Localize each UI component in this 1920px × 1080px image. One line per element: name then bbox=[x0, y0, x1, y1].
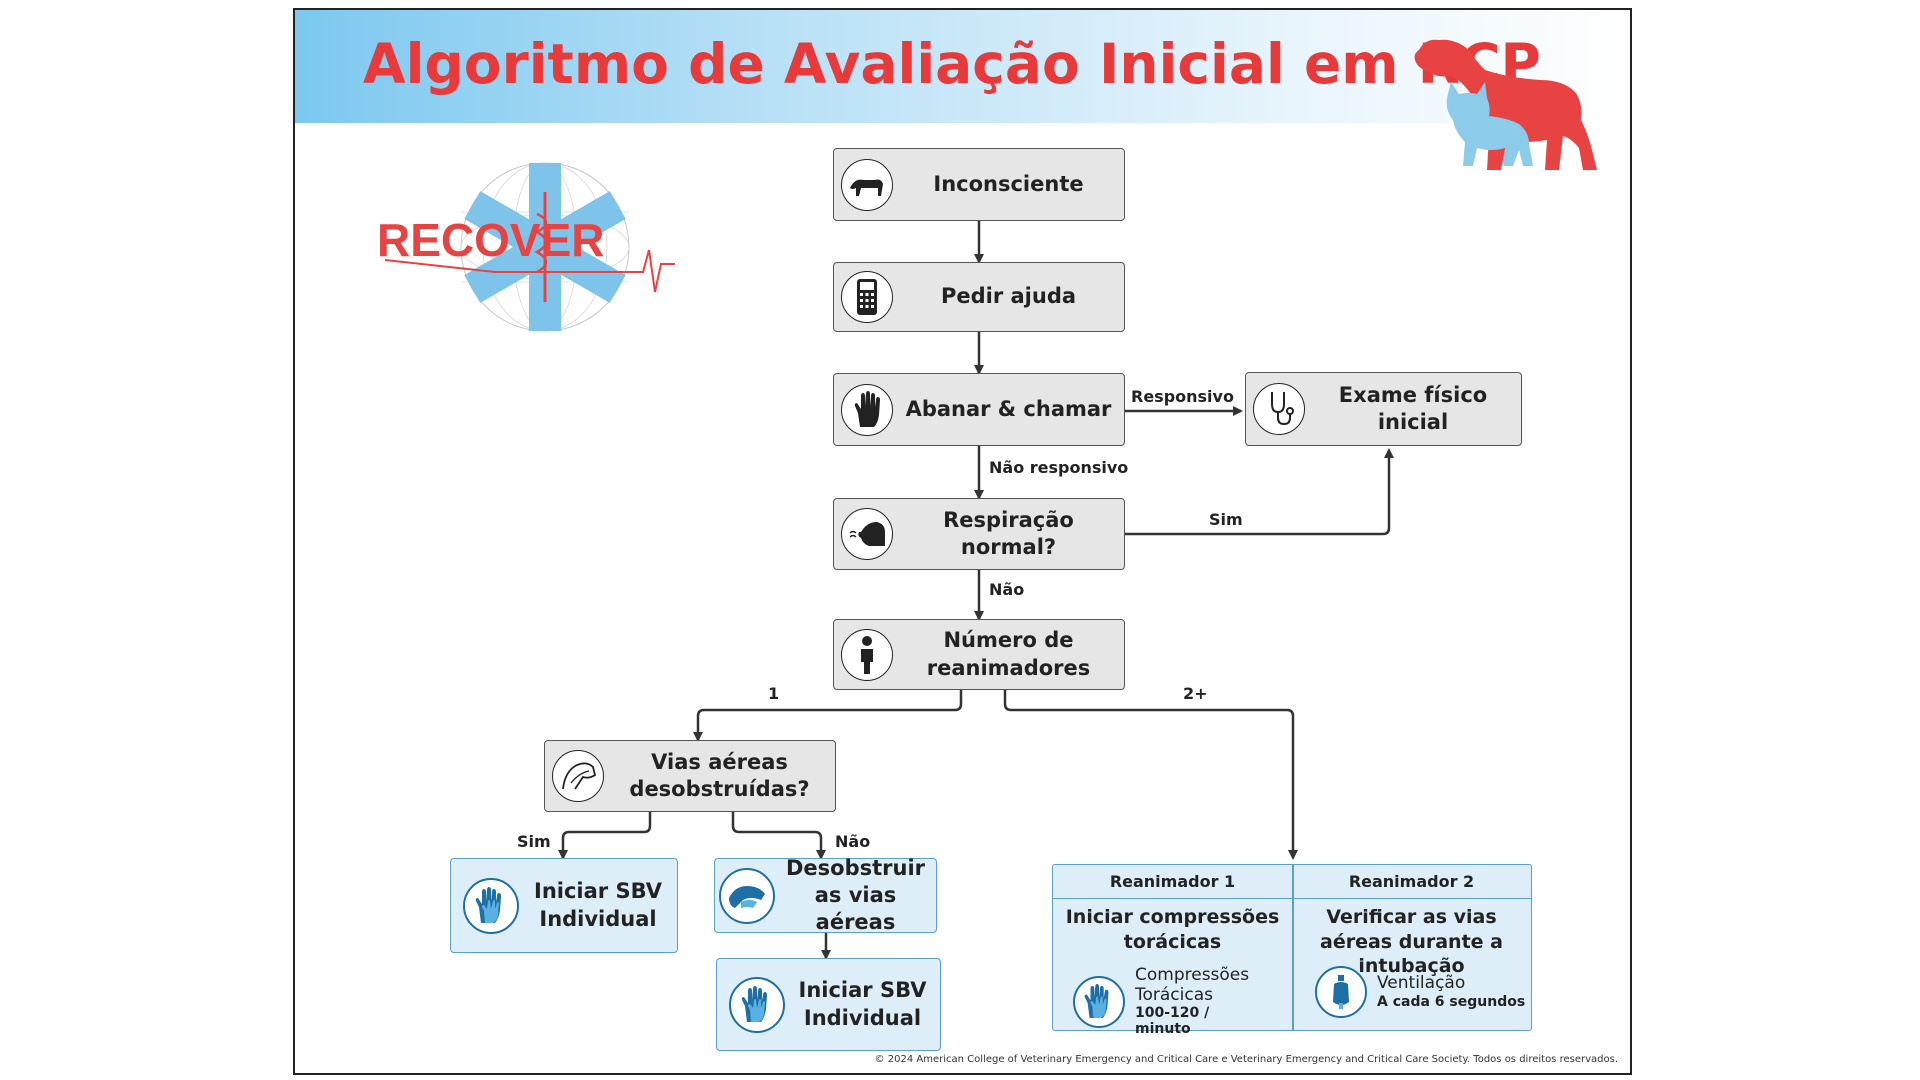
hands-compression-icon bbox=[729, 976, 785, 1033]
poster-frame: Algoritmo de Avaliação Inicial em RCP RE… bbox=[293, 8, 1632, 1075]
title-banner bbox=[295, 10, 1630, 123]
recover-logo: RECOVER bbox=[377, 162, 675, 332]
edge-label-breathing-no: Não bbox=[989, 580, 1025, 599]
node-call-help: Pedir ajuda bbox=[833, 262, 1125, 332]
edge-label-two-plus: 2+ bbox=[1183, 684, 1208, 703]
node-shake-shout-label: Abanar & chamar bbox=[905, 396, 1112, 421]
dog-cat-icon bbox=[1414, 39, 1597, 170]
node-shake-shout: Abanar & chamar bbox=[833, 373, 1125, 446]
edge-label-not-responsive: Não responsivo bbox=[989, 458, 1129, 477]
rescuer-2-header: Reanimador 2 bbox=[1292, 865, 1531, 899]
edge-label-breathing-yes: Sim bbox=[1209, 510, 1243, 529]
rescuer-2-detail-title: Ventilação bbox=[1377, 973, 1466, 994]
dog-airway-icon bbox=[552, 750, 604, 802]
arrow-airway-no bbox=[731, 812, 826, 860]
node-normal-breathing-label: Respiração normal? bbox=[943, 507, 1074, 559]
rescuer-1-detail: Compressões Torácicas 100-120 / minuto bbox=[1073, 965, 1265, 1038]
node-clear-airway-label: Desobstruir as vias aéreas bbox=[785, 855, 926, 935]
person-icon bbox=[841, 628, 893, 681]
rescuer-2-detail-rate: A cada 6 segundos bbox=[1377, 993, 1526, 1010]
node-call-help-label: Pedir ajuda bbox=[940, 284, 1077, 309]
stethoscope-icon bbox=[1253, 383, 1305, 435]
copyright-footer: © 2024 American College of Veterinary Em… bbox=[874, 1054, 1618, 1065]
rescuer-2-detail: Ventilação A cada 6 segundos bbox=[1315, 966, 1525, 1018]
arrow-one-rescuer bbox=[693, 690, 963, 742]
node-rescuer-count: Número de reanimadores bbox=[833, 619, 1125, 690]
node-airway-clear-label: Vias aéreas desobstruídas? bbox=[629, 749, 810, 801]
hands-compression-icon bbox=[463, 877, 519, 934]
node-unconscious: Inconsciente bbox=[833, 148, 1125, 221]
rescuer-1-action: Iniciar compressões torácicas bbox=[1065, 906, 1280, 953]
dog-head-breathing-icon bbox=[841, 508, 893, 560]
node-normal-breathing: Respiração normal? bbox=[833, 498, 1125, 570]
node-airway-clear: Vias aéreas desobstruídas? bbox=[544, 740, 836, 812]
recover-logo-text: RECOVER bbox=[377, 214, 604, 266]
rescuer-1-header: Reanimador 1 bbox=[1053, 865, 1292, 899]
node-rescuer-count-label: Número de reanimadores bbox=[926, 628, 1091, 680]
edge-label-airway-no: Não bbox=[835, 832, 871, 851]
arrow-two-rescuers bbox=[1003, 690, 1298, 860]
rescuers-divider bbox=[1292, 865, 1294, 1030]
page-title: Algoritmo de Avaliação Inicial em RCP bbox=[363, 32, 1541, 96]
lying-dog-icon bbox=[841, 158, 893, 211]
edge-label-one: 1 bbox=[768, 684, 780, 703]
rescuer-1-detail-rate: 100-120 / minuto bbox=[1135, 1005, 1210, 1038]
node-unconscious-label: Inconsciente bbox=[933, 171, 1084, 196]
ventilation-bag-icon bbox=[1315, 966, 1367, 1018]
node-start-bls-left-label: Iniciar SBV Individual bbox=[534, 879, 662, 931]
edge-label-responsive: Responsivo bbox=[1131, 387, 1234, 406]
arrow-airway-yes bbox=[558, 812, 652, 860]
node-start-bls-bottom-label: Iniciar SBV Individual bbox=[798, 978, 927, 1030]
edge-label-airway-yes: Sim bbox=[517, 832, 551, 851]
hand-icon bbox=[841, 383, 893, 436]
rescuer-2-action: Verificar as vias aéreas durante a intub… bbox=[1320, 906, 1503, 978]
phone-icon bbox=[841, 271, 893, 323]
rescuers-table: Reanimador 1 Reanimador 2 Iniciar compre… bbox=[1052, 864, 1532, 1037]
node-clear-airway: Desobstruir as vias aéreas bbox=[714, 856, 937, 934]
node-start-bls-bottom: Iniciar SBV Individual bbox=[716, 958, 941, 1051]
flowchart-connectors bbox=[558, 221, 1394, 960]
airway-clearing-icon bbox=[719, 867, 775, 924]
node-physical-exam: Exame físico inicial bbox=[1245, 372, 1522, 446]
node-physical-exam-label: Exame físico inicial bbox=[1338, 382, 1488, 434]
arrow-breathing-yes bbox=[1125, 448, 1394, 536]
rescuer-1-detail-title: Compressões Torácicas bbox=[1135, 965, 1250, 1005]
hands-compression-icon bbox=[1073, 975, 1125, 1028]
node-start-bls-left: Iniciar SBV Individual bbox=[450, 858, 678, 953]
